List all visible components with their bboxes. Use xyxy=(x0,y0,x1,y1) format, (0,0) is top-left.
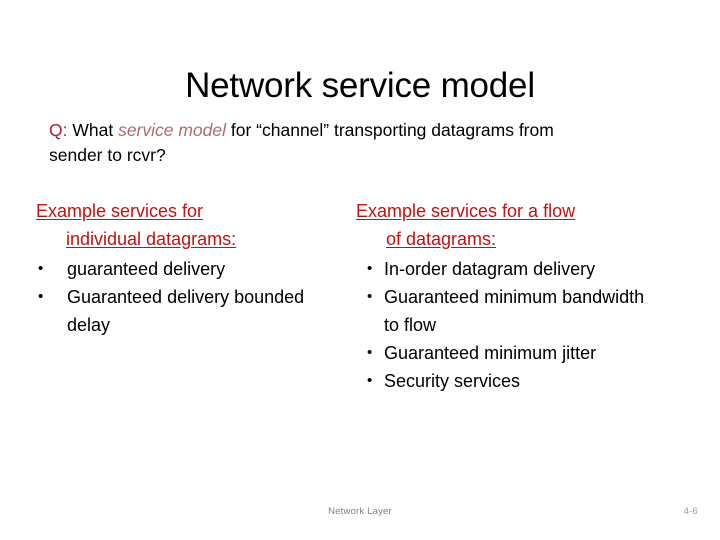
column-heading-line2: of datagrams: xyxy=(386,229,497,249)
column-heading: Example services for a flow of datagrams… xyxy=(356,197,656,253)
column-heading-line2: individual datagrams: xyxy=(66,229,237,249)
question-text-part1: What xyxy=(67,120,119,140)
question-block: Q: What service model for “channel” tran… xyxy=(49,118,609,168)
footer-page-number: 4-6 xyxy=(683,506,698,517)
question-marker: Q: xyxy=(49,120,68,140)
column-individual-datagrams: Example services for individual datagram… xyxy=(36,197,336,339)
list-item: Security services xyxy=(356,367,656,395)
bullet-list: guaranteed delivery Guaranteed delivery … xyxy=(36,255,336,339)
column-heading-line1: Example services for a flow xyxy=(356,201,576,221)
question-emphasis: service model xyxy=(118,120,227,140)
page-title: Network service model xyxy=(185,66,535,106)
column-heading: Example services for individual datagram… xyxy=(36,197,336,253)
list-item: In-order datagram delivery xyxy=(356,255,656,283)
list-item: Guaranteed minimum bandwidth to flow xyxy=(356,283,656,339)
footer-label: Network Layer xyxy=(328,506,392,517)
column-heading-line1: Example services for xyxy=(36,201,204,221)
bullet-list: In-order datagram delivery Guaranteed mi… xyxy=(356,255,656,395)
question-text-part2: for “channel” transporting datagrams fro… xyxy=(49,120,554,165)
list-item: guaranteed delivery xyxy=(36,255,336,283)
list-item: Guaranteed delivery bounded delay xyxy=(36,283,336,339)
list-item: Guaranteed minimum jitter xyxy=(356,339,656,367)
column-flow-of-datagrams: Example services for a flow of datagrams… xyxy=(356,197,656,395)
